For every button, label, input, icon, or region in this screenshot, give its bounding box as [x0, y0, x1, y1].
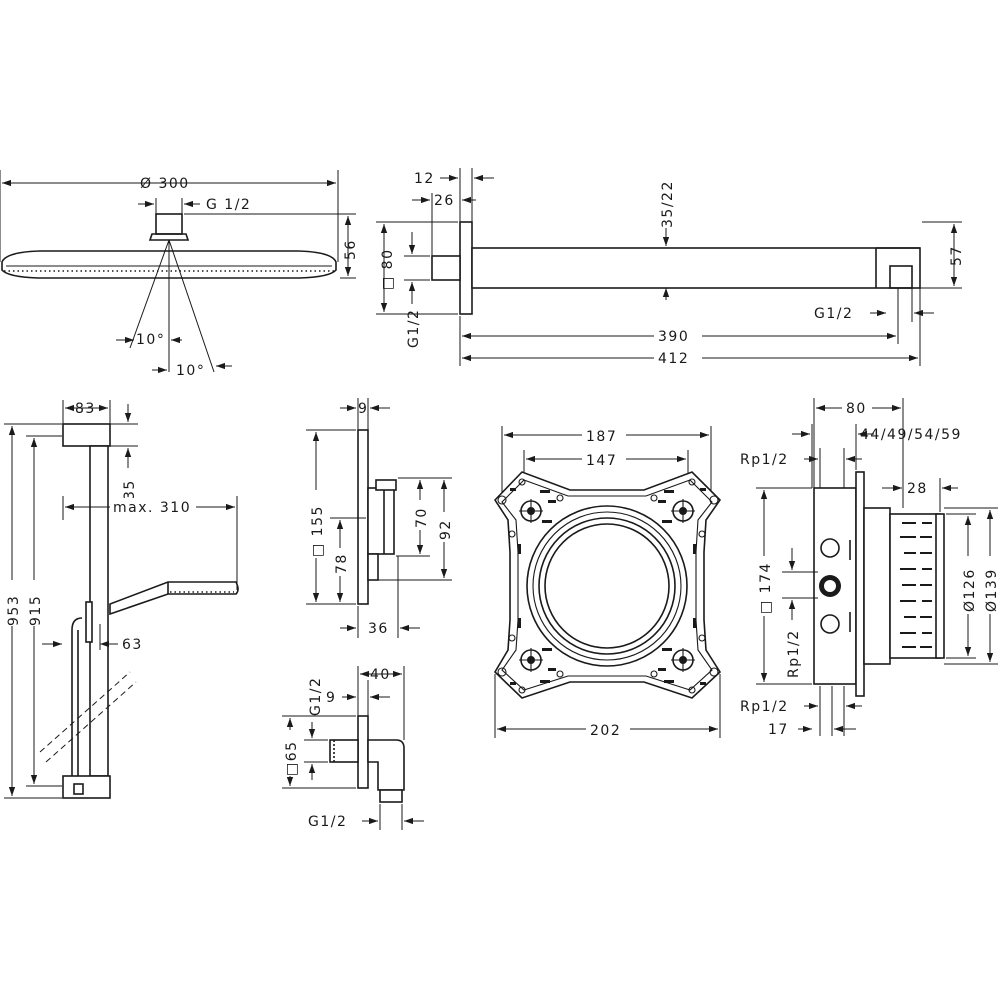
- head-connector: [155, 213, 183, 235]
- angle-left-label: 10°: [136, 332, 165, 348]
- elbow-d40-label: 40: [370, 667, 391, 683]
- arm-right-thread-label: G1/2: [814, 306, 853, 322]
- arm-d26-label: 26: [434, 193, 455, 209]
- elbow-body: [367, 739, 405, 791]
- hand-shower: [109, 581, 239, 616]
- frame-screw-hole: [519, 648, 543, 672]
- frame-d187-label: 187: [586, 429, 617, 445]
- elbow-size-label: □65: [284, 740, 300, 776]
- trim-plate: [357, 429, 369, 605]
- elbow-nipple: [329, 739, 359, 763]
- elbow-top-thread-label: G1/2: [308, 677, 324, 716]
- trim-d9-label: 9: [358, 401, 368, 417]
- rail-width-label: 83: [75, 401, 96, 417]
- frame-opening: [544, 523, 670, 649]
- trim-d36-label: 36: [368, 621, 389, 637]
- basic-body-view: 80 44/49/54/59 Rp1/2: [740, 398, 1000, 738]
- trim-plate-view: 9 □ 155 78 70 92 36: [306, 398, 454, 638]
- arm-height-label: 57: [949, 245, 965, 266]
- frame-screw-hole: [671, 499, 695, 523]
- wall-elbow-view: 9 40 G1/2 □65 G1/2: [280, 666, 424, 830]
- body-d17-label: 17: [768, 722, 789, 738]
- body-top-port-label: Rp1/2: [740, 452, 789, 468]
- arm-wall-plate-size-label: □ 80: [380, 249, 396, 291]
- body-d126-label: Ø126: [962, 568, 978, 612]
- frame-d147-label: 147: [586, 453, 617, 469]
- trim-cartridge: [367, 487, 395, 555]
- arm-wall-plate: [459, 221, 473, 315]
- rail-d953-label: 953: [6, 595, 22, 626]
- body-port-top: [820, 538, 840, 558]
- body-depth-label: 44/49/54/59: [860, 427, 962, 443]
- arm-tube: [471, 247, 921, 289]
- body-port-bottom: [820, 614, 840, 634]
- body-d80-label: 80: [846, 401, 867, 417]
- shower-arm-view: 12 26 35/22 □ 80 G1/2 57: [376, 168, 965, 367]
- trim-size-label: □ 155: [310, 505, 326, 557]
- arm-length-412-label: 412: [658, 351, 689, 367]
- arm-profile-label: 35/22: [660, 180, 676, 228]
- arm-left-thread-label: G1/2: [406, 309, 422, 348]
- body-side-port-label: Rp1/2: [786, 629, 802, 678]
- rail-d35-label: 35: [122, 479, 138, 500]
- elbow-d9-label: 9: [326, 690, 336, 706]
- elbow-plate: [357, 715, 369, 789]
- elbow-outlet: [379, 789, 403, 803]
- shower-head-view: Ø 300 G 1/2 56 10° 10°: [0, 170, 359, 379]
- elbow-bottom-thread-label: G1/2: [308, 814, 347, 830]
- head-diameter-label: Ø 300: [140, 176, 190, 192]
- arm-length-390-label: 390: [658, 329, 689, 345]
- frame-d202-label: 202: [590, 723, 621, 739]
- shower-rail-view: 83 35 max. 310 953: [2, 400, 239, 799]
- body-d28-label: 28: [907, 481, 928, 497]
- body-d139-label: Ø139: [984, 568, 1000, 612]
- trim-handle-top: [375, 479, 397, 491]
- arm-wall-nipple: [431, 255, 461, 281]
- body-extension-marks: [900, 522, 932, 648]
- head-height-label: 56: [343, 239, 359, 260]
- frame-screw-hole: [519, 499, 543, 523]
- rail-d915-label: 915: [28, 595, 44, 626]
- trim-d92-label: 92: [438, 519, 454, 540]
- body-ring: [863, 507, 891, 665]
- trim-d78-label: 78: [334, 553, 350, 574]
- rail-max-label: max. 310: [113, 500, 191, 516]
- arm-d12-label: 12: [414, 171, 435, 187]
- body-size-label: □ 174: [758, 562, 774, 614]
- frame-screw-hole: [671, 648, 695, 672]
- body-bottom-port-label: Rp1/2: [740, 699, 789, 715]
- head-thread-label: G 1/2: [206, 197, 251, 213]
- trim-d70-label: 70: [414, 507, 430, 528]
- rail-d63-label: 63: [122, 637, 143, 653]
- body-flange: [855, 471, 865, 697]
- rail-bottom-bracket: [62, 775, 111, 799]
- rail-top-bracket: [62, 423, 111, 447]
- angle-right-label: 10°: [176, 363, 205, 379]
- mounting-frame-view: 187 147: [493, 426, 722, 739]
